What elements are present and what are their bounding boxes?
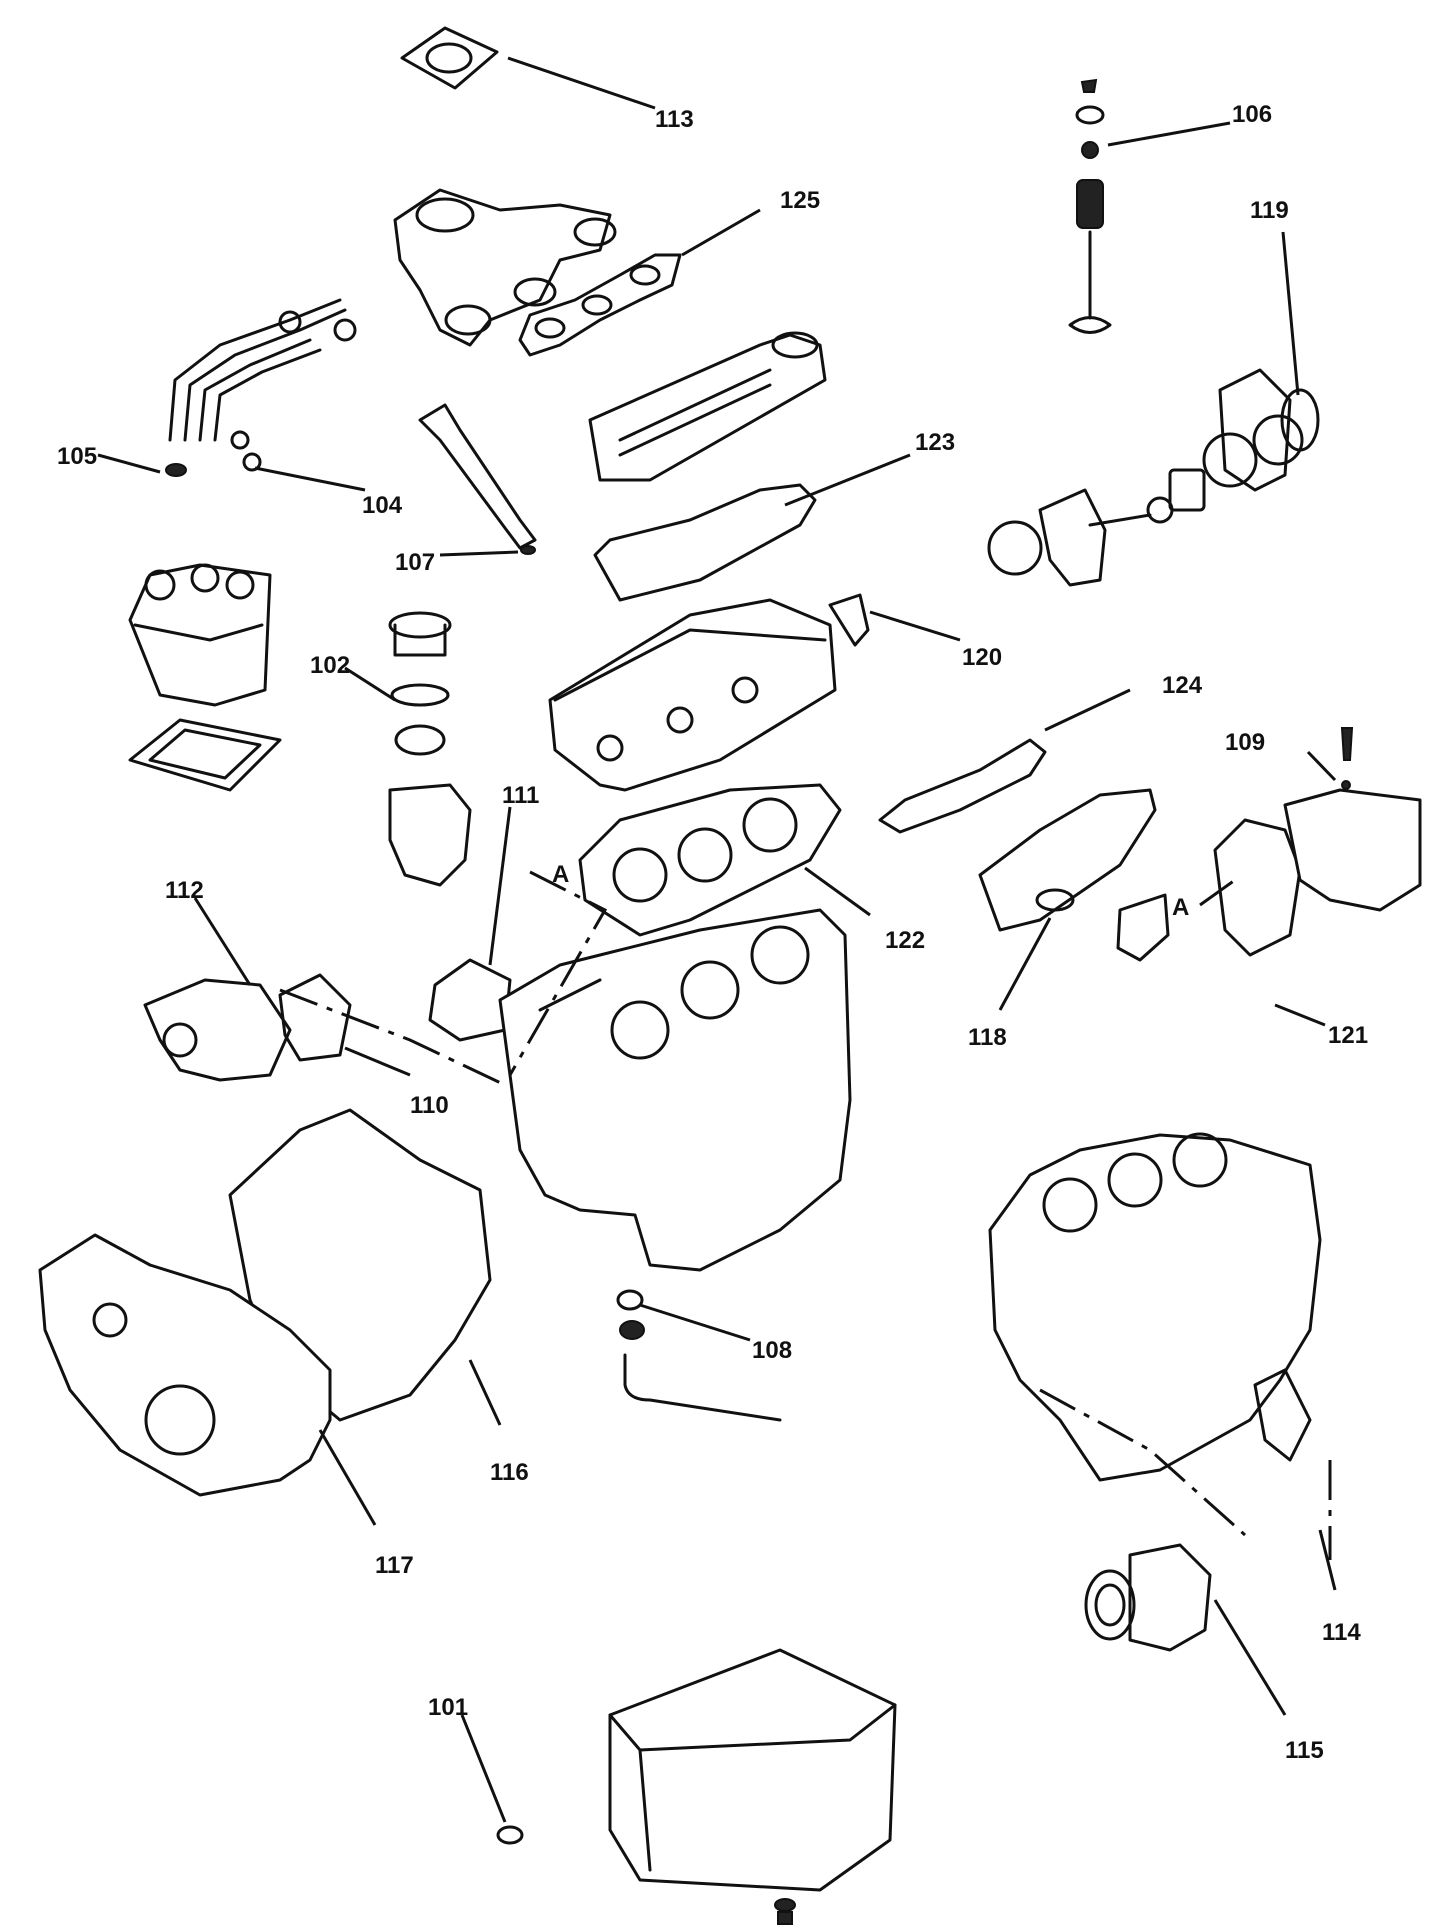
flange-gasket bbox=[400, 26, 499, 90]
callout-120: 120 bbox=[962, 644, 1002, 671]
water-pipe bbox=[1116, 893, 1170, 962]
callout-117: 117 bbox=[375, 1552, 414, 1579]
injection-lines bbox=[165, 298, 357, 477]
callout-110: 110 bbox=[410, 1092, 449, 1119]
intake-adapter bbox=[428, 958, 512, 1042]
valve-cover-gasket bbox=[593, 483, 817, 602]
water-outlet-gasket bbox=[828, 593, 870, 647]
oil-pipe-elbow bbox=[1253, 1368, 1312, 1462]
marker-a-right: A bbox=[1172, 894, 1189, 921]
callout-107: 107 bbox=[395, 549, 435, 576]
drain-plug bbox=[774, 1898, 796, 1925]
marker-a-left: A bbox=[552, 861, 569, 888]
thermostat-housing bbox=[388, 611, 472, 887]
callout-121: 121 bbox=[1328, 1022, 1368, 1049]
valve-cover bbox=[588, 331, 827, 482]
oil-pump-assembly bbox=[987, 368, 1320, 587]
callout-101: 101 bbox=[428, 1694, 468, 1721]
water-pipe-gasket bbox=[1035, 888, 1075, 912]
callout-125: 125 bbox=[780, 187, 820, 214]
alignment-lines bbox=[279, 870, 1332, 1560]
water-pump-housing bbox=[1213, 727, 1422, 957]
water-pump bbox=[143, 978, 292, 1082]
callout-112: 112 bbox=[165, 877, 204, 904]
intake-gasket bbox=[878, 738, 1047, 834]
callout-111: 111 bbox=[502, 782, 539, 809]
callout-123: 123 bbox=[915, 429, 955, 456]
callout-119: 119 bbox=[1250, 197, 1289, 224]
timing-cover bbox=[38, 1233, 332, 1497]
injection-pump bbox=[128, 563, 282, 792]
drain-plug-washer bbox=[496, 1825, 524, 1845]
oil-pan bbox=[608, 1648, 897, 1892]
callout-124: 124 bbox=[1162, 672, 1203, 699]
intake-housing bbox=[978, 788, 1157, 932]
callout-116: 116 bbox=[490, 1459, 529, 1486]
callout-113: 113 bbox=[655, 106, 694, 133]
manifold-gasket bbox=[518, 253, 682, 357]
callout-104: 104 bbox=[362, 492, 403, 519]
water-pump-gasket bbox=[278, 973, 352, 1062]
head-gasket bbox=[578, 783, 842, 937]
leader-lines bbox=[97, 56, 1337, 1823]
callout-109: 109 bbox=[1225, 729, 1265, 756]
cylinder-block-rear bbox=[988, 1132, 1322, 1482]
cylinder-head bbox=[548, 598, 837, 792]
oil-filler-tube bbox=[418, 403, 537, 555]
callout-114: 114 bbox=[1322, 1619, 1361, 1646]
callout-105: 105 bbox=[57, 443, 97, 470]
callout-labels: 113 106 125 119 105 104 123 107 102 120 … bbox=[57, 101, 1368, 1764]
callout-122: 122 bbox=[885, 927, 925, 954]
rear-oil-seal-housing bbox=[1084, 1543, 1212, 1652]
callout-118: 118 bbox=[968, 1024, 1007, 1051]
callout-108: 108 bbox=[752, 1337, 792, 1364]
valve-assembly bbox=[1068, 78, 1112, 334]
oil-drain-parts bbox=[616, 1289, 782, 1422]
callout-115: 115 bbox=[1285, 1737, 1324, 1764]
cylinder-block bbox=[498, 908, 852, 1272]
callout-106: 106 bbox=[1232, 101, 1272, 128]
exhaust-manifold bbox=[393, 188, 617, 347]
callout-102: 102 bbox=[310, 652, 350, 679]
